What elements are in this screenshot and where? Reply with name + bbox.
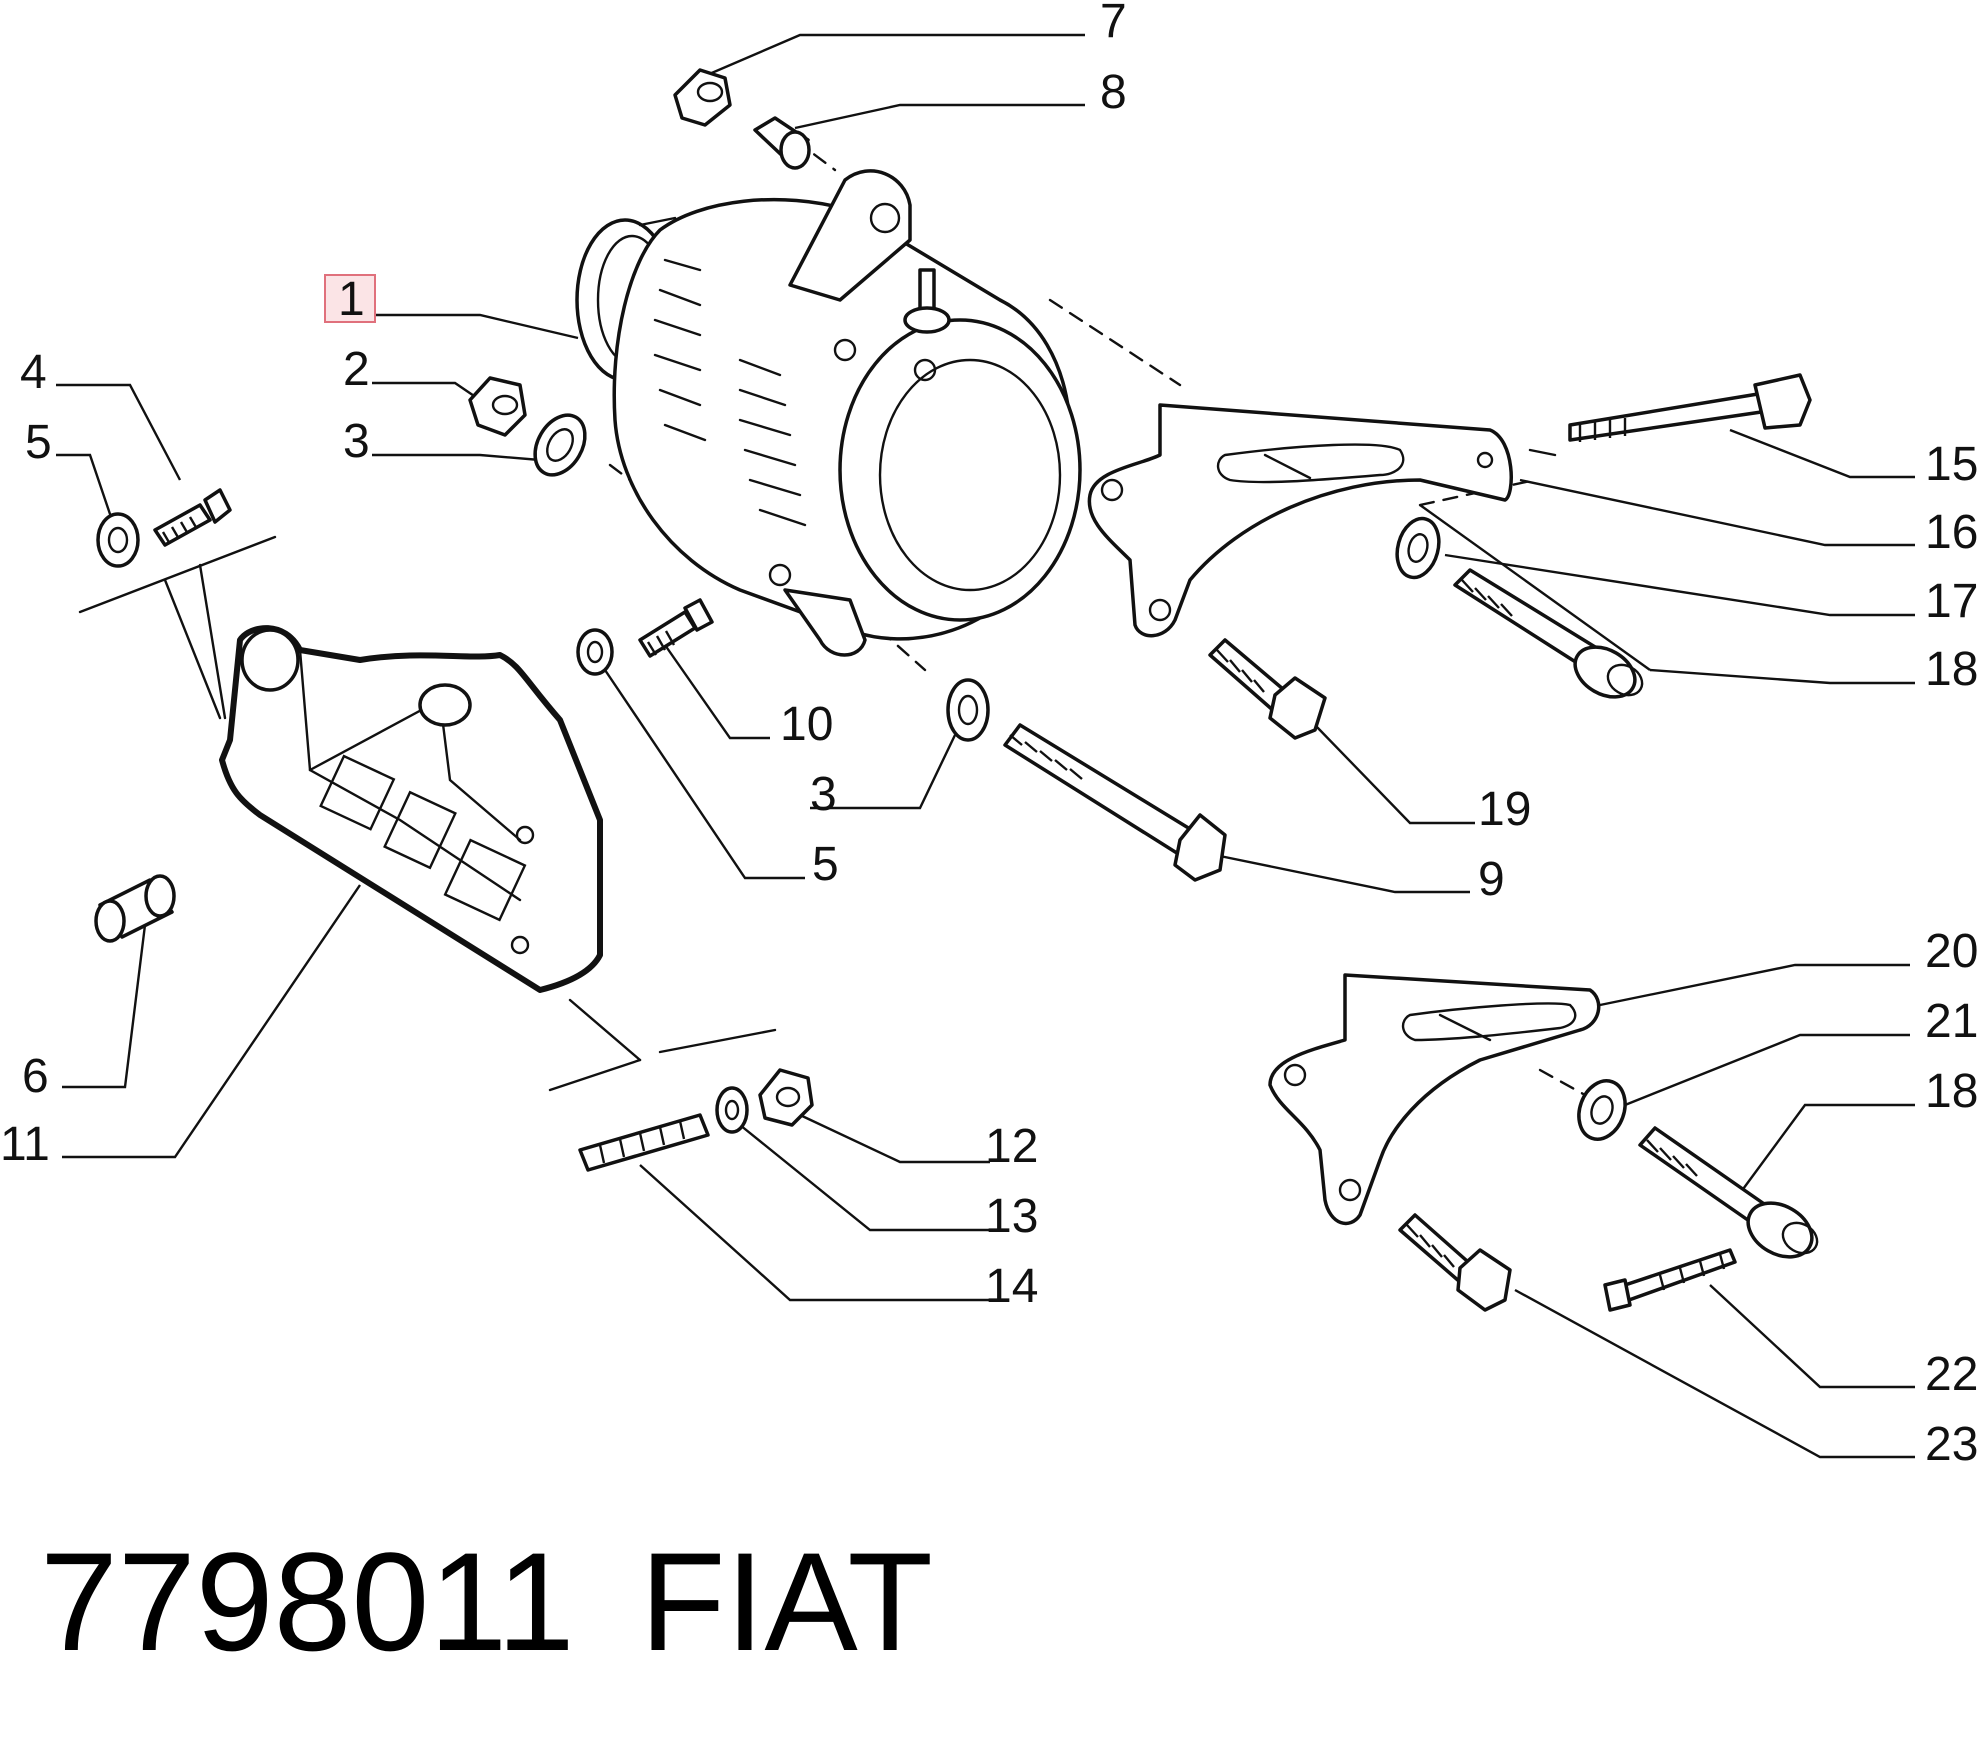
bolt-15 <box>1568 373 1812 442</box>
bolt-18a <box>1453 568 1644 699</box>
callout-1[interactable]: 1 <box>338 273 365 326</box>
washer-17 <box>1395 516 1441 580</box>
alternator <box>575 169 1082 657</box>
callout-5-middle[interactable]: 5 <box>812 838 839 891</box>
callout-13[interactable]: 13 <box>985 1190 1038 1243</box>
stud-14 <box>578 1113 710 1172</box>
washer-13 <box>715 1086 749 1134</box>
bolt-10 <box>638 598 714 658</box>
callout-21[interactable]: 21 <box>1925 995 1978 1048</box>
callout-11[interactable]: 11 <box>0 1118 50 1171</box>
bushing-6 <box>94 874 176 943</box>
callout-18-upper[interactable]: 18 <box>1925 643 1978 696</box>
washer-5a <box>96 512 140 568</box>
bolt-18b <box>1638 1126 1819 1259</box>
callout-20[interactable]: 20 <box>1925 925 1978 978</box>
callout-labels: 1 2 3 4 5 6 7 8 10 3 5 9 19 11 12 13 14 … <box>0 0 1978 1471</box>
callout-15[interactable]: 15 <box>1925 438 1978 491</box>
callout-16[interactable]: 16 <box>1925 506 1978 559</box>
washer-5b <box>576 628 614 676</box>
bracket-16 <box>1087 403 1513 638</box>
leader-lines <box>56 33 1915 1459</box>
callout-5-left[interactable]: 5 <box>25 416 52 469</box>
callout-18-lower[interactable]: 18 <box>1925 1065 1978 1118</box>
nut-2 <box>468 376 527 437</box>
nut-7 <box>673 68 732 127</box>
stud-22 <box>1603 1248 1737 1312</box>
bolt-19 <box>1208 638 1327 740</box>
callout-2[interactable]: 2 <box>343 343 370 396</box>
callout-17[interactable]: 17 <box>1925 575 1978 628</box>
nut-12 <box>758 1068 814 1127</box>
bracket-20 <box>1268 973 1601 1226</box>
callout-7[interactable]: 7 <box>1100 0 1127 48</box>
callout-19[interactable]: 19 <box>1478 783 1531 836</box>
bolt-9 <box>1003 723 1227 882</box>
callout-3-upper[interactable]: 3 <box>343 415 370 468</box>
callout-4[interactable]: 4 <box>20 346 47 399</box>
bolt-23 <box>1398 1213 1512 1312</box>
bushing-8 <box>753 116 811 170</box>
brand-name: FIAT <box>640 1523 933 1680</box>
washer-3a <box>533 413 587 477</box>
callout-10[interactable]: 10 <box>780 698 833 751</box>
bolt-4 <box>153 488 232 547</box>
footer: 7798011 FIAT <box>40 1523 933 1680</box>
callout-9[interactable]: 9 <box>1478 853 1505 906</box>
washer-3b <box>946 678 990 742</box>
callout-8[interactable]: 8 <box>1100 66 1127 119</box>
part-number: 7798011 <box>40 1523 575 1680</box>
callout-14[interactable]: 14 <box>985 1260 1038 1313</box>
callout-23[interactable]: 23 <box>1925 1418 1978 1471</box>
mounting-bracket-11 <box>219 625 603 993</box>
callout-12[interactable]: 12 <box>985 1120 1038 1173</box>
callout-3-middle[interactable]: 3 <box>810 768 837 821</box>
highlighted-callout-box <box>324 274 376 323</box>
washer-21 <box>1577 1079 1627 1141</box>
callout-6[interactable]: 6 <box>22 1050 49 1103</box>
callout-22[interactable]: 22 <box>1925 1348 1978 1401</box>
